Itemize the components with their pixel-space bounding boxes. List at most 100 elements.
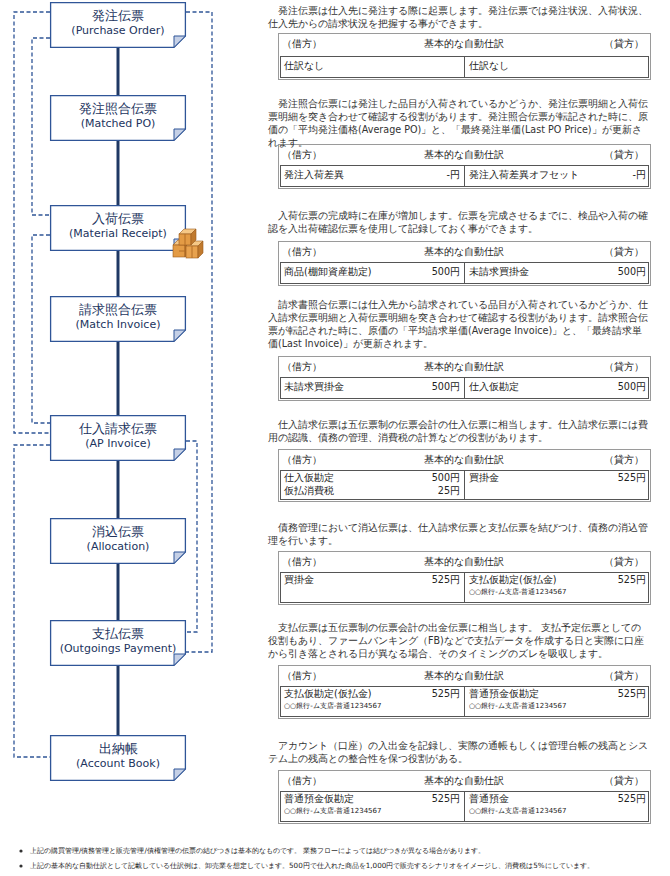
document-subtitle: (Match Invoice) xyxy=(76,317,161,332)
folded-corner xyxy=(174,129,185,140)
flow-line xyxy=(117,48,120,95)
bank-account-note: ○○銀行-ム支店-普通1234567 xyxy=(284,807,460,816)
document-body xyxy=(51,416,186,461)
credit-header: （貸方） xyxy=(560,38,644,50)
credit-amount: 525円 xyxy=(469,688,646,700)
document-box: 消込伝票(Allocation) xyxy=(50,518,186,564)
credit-header: （貸方） xyxy=(560,775,644,787)
journal-table xyxy=(279,552,651,605)
table-title: 基本的な自動仕訳 xyxy=(374,454,554,466)
credit-account: 普通預金 xyxy=(469,793,639,805)
description-text: アカウント（口座）の入出金を記録し、実際の通帳もしくは管理台帳の残高とシステム上… xyxy=(268,739,650,765)
bullet-dot xyxy=(19,849,22,852)
debit-account: 支払仮勘定(仮払金) xyxy=(284,688,454,700)
credit-account: 発注入荷差異オフセット xyxy=(469,169,639,181)
credit-account: 普通預金仮勘定 xyxy=(469,688,639,700)
journal-table xyxy=(279,666,651,719)
footnote: 上記の基本的な自動仕訳として記載している仕訳例は、卸売業を想定しています。500… xyxy=(30,861,666,871)
journal-row xyxy=(281,573,649,603)
table-outline xyxy=(279,242,651,286)
document-box: 発注伝票(Purchase Order) xyxy=(50,2,186,48)
footnote: 上記の購買管理/債務管理と販売管理/債権管理の伝票の結びつきは基本的なものです。… xyxy=(30,846,660,856)
journal-row xyxy=(281,263,649,284)
column-divider xyxy=(464,263,465,284)
debit-account: 仕訳なし xyxy=(284,60,454,72)
folded-corner xyxy=(174,769,185,780)
link-dashed-line xyxy=(32,38,50,215)
journal-table xyxy=(279,242,651,286)
description-text: 入荷伝票の完成時に在庫が増加します。伝票を完成させるまでに、検品や入荷の確認を入… xyxy=(268,209,650,235)
document-subtitle: (Allocation) xyxy=(87,539,150,554)
journal-table xyxy=(279,145,651,189)
link-dashed-line xyxy=(32,235,50,423)
folded-corner xyxy=(174,239,185,250)
document-body xyxy=(51,621,186,666)
document-title: 発注伝票 xyxy=(92,8,144,23)
bank-account-note: ○○銀行-ム支店-普通1234567 xyxy=(469,588,646,597)
credit-account: 仕入仮勘定 xyxy=(469,381,639,393)
document-box: 仕入請求伝票(AP Invoice) xyxy=(50,415,186,461)
document-body xyxy=(51,206,186,251)
document-title: 出納帳 xyxy=(99,741,138,756)
document-subtitle: (Matched PO) xyxy=(81,116,156,131)
document-title: 発注照合伝票 xyxy=(79,101,157,116)
journal-table xyxy=(279,357,651,401)
debit-amount: 525円 xyxy=(284,574,460,586)
credit-header: （貸方） xyxy=(560,361,644,373)
flow-line xyxy=(117,461,120,518)
column-divider xyxy=(464,687,465,717)
document-subtitle: (AP Invoice) xyxy=(85,436,151,451)
column-divider xyxy=(464,792,465,822)
document-body xyxy=(51,96,186,141)
journal-table xyxy=(279,771,651,824)
document-subtitle: (Purchase Order) xyxy=(71,23,164,38)
debit-header: （借方） xyxy=(282,361,362,373)
description-text: 請求書照合伝票には仕入先から請求されている品目が入荷されているかどうか、仕入請求… xyxy=(268,298,650,350)
table-outline xyxy=(279,34,651,80)
document-body xyxy=(51,736,186,781)
debit-amount: 525円 xyxy=(284,793,460,805)
document-box: 支払伝票(Outgoings Payment) xyxy=(50,620,186,666)
flow-line xyxy=(117,251,120,296)
debit-amount: 500円 xyxy=(284,266,460,278)
credit-amount: 500円 xyxy=(469,266,646,278)
folded-corner xyxy=(174,654,185,665)
link-dashed-line xyxy=(14,445,50,757)
document-subtitle: (Account Book) xyxy=(76,756,160,771)
folded-corner xyxy=(174,330,185,341)
bank-account-note: ○○銀行-ム支店-普通1234567 xyxy=(284,702,460,711)
description-text: 仕入請求伝票は五伝票制の伝票会計の仕入伝票に相当します。仕入請求伝票には費用の認… xyxy=(268,418,650,444)
debit-header: （借方） xyxy=(282,556,362,568)
document-title: 請求照合伝票 xyxy=(79,302,157,317)
debit-account: 未請求買掛金 xyxy=(284,381,454,393)
document-body xyxy=(51,519,186,564)
debit-account: 仮払消費税 xyxy=(284,485,454,497)
journal-row xyxy=(281,471,649,500)
debit-amount: 25円 xyxy=(284,485,460,497)
debit-account: 普通預金仮勘定 xyxy=(284,793,454,805)
flow-line xyxy=(117,342,120,415)
debit-account: 仕入仮勘定 xyxy=(284,472,454,484)
credit-amount: 500円 xyxy=(469,381,646,393)
link-dashed-line xyxy=(186,12,212,652)
document-box: 入荷伝票(Material Receipt) xyxy=(50,205,186,251)
document-box: 発注照合伝票(Matched PO) xyxy=(50,95,186,141)
document-title: 消込伝票 xyxy=(92,524,144,539)
column-divider xyxy=(464,57,465,78)
table-outline xyxy=(279,771,651,824)
debit-amount: 500円 xyxy=(284,472,460,484)
folded-corner xyxy=(174,449,185,460)
debit-account: 商品(棚卸資産勘定) xyxy=(284,266,454,278)
credit-header: （貸方） xyxy=(560,670,644,682)
document-title: 支払伝票 xyxy=(92,626,144,641)
flow-line xyxy=(117,564,120,620)
table-outline xyxy=(279,450,651,502)
bank-account-note: ○○銀行-ム支店-普通1234567 xyxy=(469,702,646,711)
description-text: 発注伝票は仕入先に発注する際に起票します。発注伝票では発注状況、入荷状況、仕入先… xyxy=(268,4,650,30)
debit-amount: -円 xyxy=(284,169,460,181)
bullet-dot xyxy=(19,864,22,867)
credit-header: （貸方） xyxy=(560,454,644,466)
document-body xyxy=(51,3,186,48)
journal-row xyxy=(281,378,649,399)
